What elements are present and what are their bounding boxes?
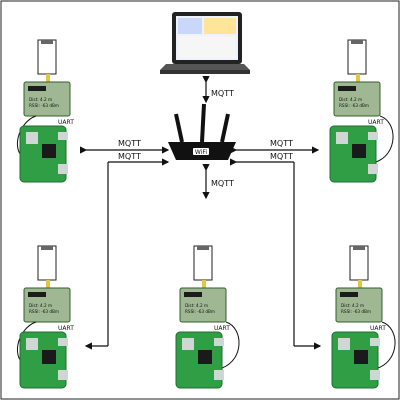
uart-label: UART [58, 325, 74, 332]
router-label: WiFi [195, 149, 207, 156]
mqtt-label: MQTT [118, 139, 141, 148]
mqtt-label: MQTT [211, 89, 234, 98]
svg-text:RSSI: -63 dBm: RSSI: -63 dBm [339, 103, 369, 108]
node-bottom-center: Dist: 4.2 m RSSI: -63 dBm UART [175, 245, 240, 389]
wifi-router-icon: WiFi [168, 103, 236, 160]
svg-text:Dist: 4.2 m: Dist: 4.2 m [339, 97, 362, 102]
node-bottom-left: Dist: 4.2 m RSSI: -63 dBm UART [17, 245, 74, 389]
uwb-module-icon: Dist: 4.2 m RSSI: -63 dBm [333, 39, 381, 117]
raspberry-pi-icon [19, 125, 68, 183]
node-top-left: Dist: 4.2 m RSSI: -63 dBm UART [17, 39, 74, 183]
uart-label: UART [214, 325, 230, 332]
svg-text:RSSI: -63 dBm: RSSI: -63 dBm [29, 103, 59, 108]
mqtt-link-router-down: MQTT [202, 164, 234, 200]
mqtt-link-left: MQTT MQTT [80, 139, 170, 350]
mqtt-label: MQTT [270, 139, 293, 148]
uart-label: UART [368, 119, 384, 126]
svg-text:Dist: 4.2 m: Dist: 4.2 m [341, 303, 364, 308]
mqtt-label: MQTT [211, 179, 234, 188]
mqtt-label: MQTT [118, 152, 141, 161]
mqtt-link-right: MQTT MQTT [230, 139, 322, 350]
mqtt-link-laptop-router: MQTT [202, 76, 234, 104]
svg-text:RSSI: -63 dBm: RSSI: -63 dBm [29, 309, 59, 314]
raspberry-pi-icon [331, 331, 380, 389]
svg-text:RSSI: -63 dBm: RSSI: -63 dBm [341, 309, 371, 314]
svg-text:Dist: 4.2 m: Dist: 4.2 m [185, 303, 208, 308]
raspberry-pi-icon [175, 331, 224, 389]
uwb-module-icon: Dist: 4.2 m RSSI: -63 dBm [335, 245, 383, 323]
raspberry-pi-icon [329, 125, 378, 183]
uart-label: UART [58, 119, 74, 126]
node-bottom-right: Dist: 4.2 m RSSI: -63 dBm UART [331, 245, 396, 389]
uwb-module-icon: Dist: 4.2 m RSSI: -63 dBm [179, 245, 227, 323]
svg-text:Dist: 4.2 m: Dist: 4.2 m [29, 97, 52, 102]
mqtt-label: MQTT [270, 152, 293, 161]
laptop-icon [160, 12, 250, 74]
uart-label: UART [370, 325, 386, 332]
svg-text:Dist: 4.2 m: Dist: 4.2 m [29, 303, 52, 308]
uwb-module-icon: Dist: 4.2 m RSSI: -63 dBm [23, 245, 71, 323]
raspberry-pi-icon [19, 331, 68, 389]
uwb-module-icon: Dist: 4.2 m RSSI: -63 dBm [23, 39, 71, 117]
svg-text:RSSI: -63 dBm: RSSI: -63 dBm [185, 309, 215, 314]
node-top-right: Dist: 4.2 m RSSI: -63 dBm UART [329, 39, 394, 183]
